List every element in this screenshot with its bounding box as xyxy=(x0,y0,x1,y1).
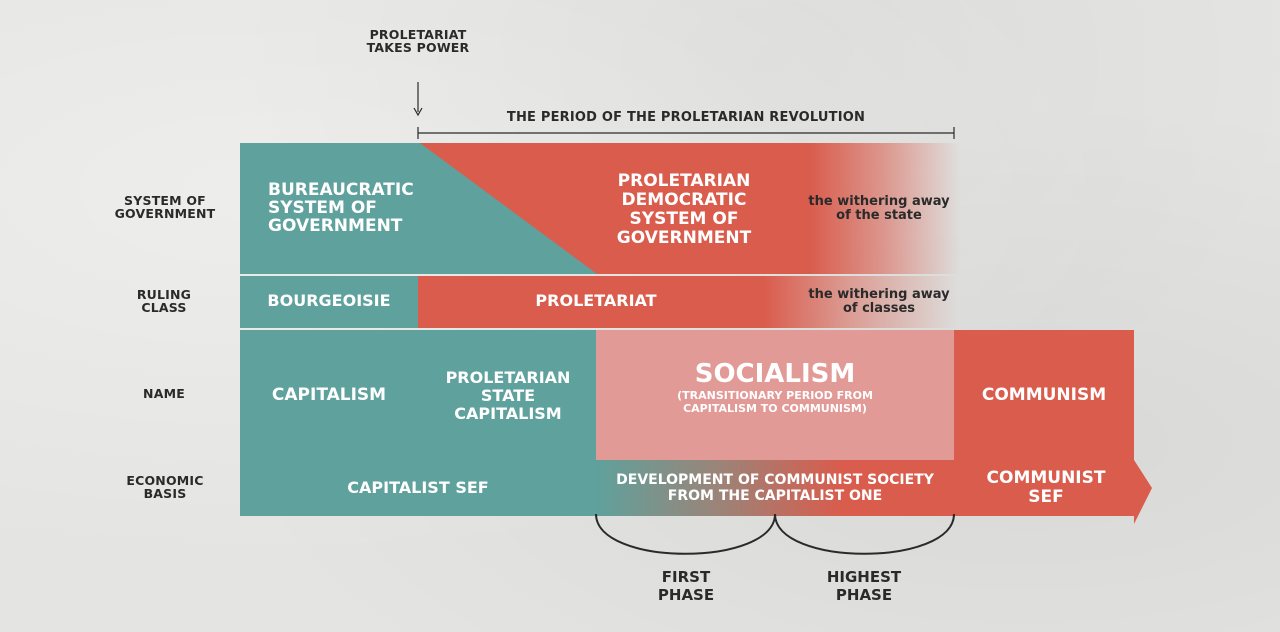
economic-capitalist-text: CAPITALIST SEF xyxy=(347,478,489,497)
name-communism-text: COMMUNISM xyxy=(981,385,1107,405)
first-phase-brace xyxy=(595,513,776,555)
name-capitalism-text: CAPITALISM xyxy=(271,385,387,405)
government-proletarian-text: PROLETARIAN DEMOCRATIC SYSTEM OF GOVERNM… xyxy=(616,171,752,248)
economic-arrow-shape xyxy=(240,460,1152,524)
economic-development-text: DEVELOPMENT OF COMMUNIST SOCIETY FROM TH… xyxy=(616,472,934,504)
phase-first-label: FIRST PHASE xyxy=(657,568,715,604)
ruling-withering-text: the withering away of classes xyxy=(808,287,950,316)
highest-phase-brace xyxy=(774,513,955,555)
economic-arrow-graphic xyxy=(240,460,1152,524)
name-socialism-text: SOCIALISM xyxy=(694,359,856,389)
row-label-ruling-class: RULING CLASS xyxy=(136,287,192,315)
government-row-graphic xyxy=(240,143,960,274)
event-label-takes-power: PROLETARIAT TAKES POWER xyxy=(366,27,470,55)
ruling-bourgeoisie-block xyxy=(240,276,418,328)
name-socialism-note: (TRANSITIONARY PERIOD FROM CAPITALISM TO… xyxy=(677,389,873,415)
government-bureaucratic-text: BUREAUCRATIC SYSTEM OF GOVERNMENT xyxy=(268,180,414,236)
row-label-name: NAME xyxy=(143,386,185,401)
economic-communist-text: COMMUNIST SEF xyxy=(986,468,1106,507)
phase-highest-label: HIGHEST PHASE xyxy=(826,568,902,604)
government-proletarian-block xyxy=(420,143,960,274)
ruling-proletariat-text: PROLETARIAT xyxy=(535,291,657,310)
phase-braces xyxy=(595,513,955,555)
ruling-proletariat-block xyxy=(418,276,958,328)
name-communism-block xyxy=(954,330,1134,460)
name-state-capitalism-text: PROLETARIAN STATE CAPITALISM xyxy=(445,368,571,423)
down-arrow-icon xyxy=(413,82,423,117)
ruling-bourgeoisie-text: BOURGEOISIE xyxy=(267,291,391,310)
row-label-economic: ECONOMIC BASIS xyxy=(126,473,204,501)
name-capitalism-block xyxy=(240,330,596,460)
period-bracket xyxy=(417,127,955,139)
row-label-government: SYSTEM OF GOVERNMENT xyxy=(114,193,216,221)
period-label: THE PERIOD OF THE PROLETARIAN REVOLUTION xyxy=(506,110,866,125)
government-withering-text: the withering away of the state xyxy=(808,194,950,223)
name-socialism-block xyxy=(596,330,954,460)
